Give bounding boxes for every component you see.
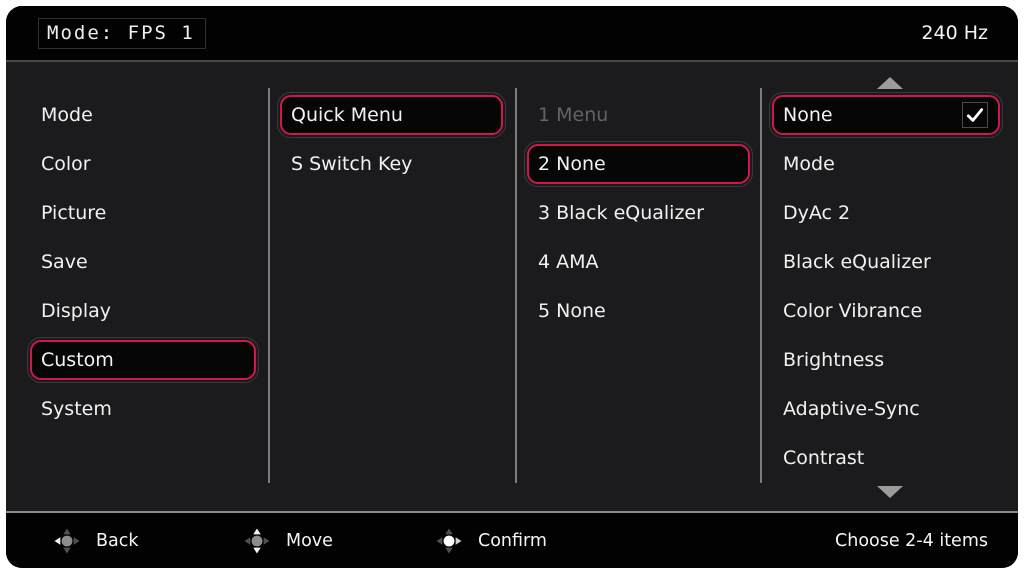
checkmark-icon: [962, 101, 988, 128]
joystick-press-icon: [436, 528, 462, 553]
slot-item-5-none[interactable]: 5 None: [538, 299, 606, 322]
option-item-color-vibrance[interactable]: Color Vibrance: [783, 299, 923, 322]
menu-item-mode[interactable]: Mode: [41, 103, 93, 126]
confirm-label: Confirm: [478, 530, 547, 551]
quick-menu-slots-column: 1 Menu 2 None 3 Black eQualizer 4 AMA 5 …: [517, 62, 762, 511]
back-hint[interactable]: Back: [52, 526, 139, 556]
option-item-mode[interactable]: Mode: [783, 152, 835, 175]
column-divider: [268, 88, 270, 483]
option-item-black-equalizer[interactable]: Black eQualizer: [783, 250, 931, 273]
joystick-left-icon: [54, 528, 80, 553]
column-divider: [515, 88, 517, 483]
custom-submenu-column: Quick Menu S Switch Key: [270, 62, 517, 511]
slot-item-2-none[interactable]: 2 None: [524, 139, 753, 188]
menu-item-picture[interactable]: Picture: [41, 201, 107, 224]
option-item-brightness[interactable]: Brightness: [783, 348, 885, 371]
menu-item-system[interactable]: System: [41, 397, 112, 420]
move-label: Move: [286, 530, 333, 551]
current-mode-indicator: Mode: FPS 1: [38, 17, 206, 49]
option-item-contrast[interactable]: Contrast: [783, 446, 865, 469]
option-item-none[interactable]: None: [769, 90, 1003, 139]
joystick-vertical-icon: [244, 528, 270, 553]
slot-item-1-menu: 1 Menu: [538, 103, 609, 126]
option-item-adaptive-sync[interactable]: Adaptive-Sync: [783, 397, 920, 420]
back-label: Back: [96, 530, 139, 551]
selection-constraint-note: Choose 2-4 items: [835, 530, 988, 551]
refresh-rate: 240 Hz: [921, 22, 988, 44]
scroll-down-icon[interactable]: [876, 485, 904, 499]
main-menu-column: Mode Color Picture Save Display Custom S…: [6, 62, 270, 511]
submenu-item-quick-menu[interactable]: Quick Menu: [277, 90, 506, 139]
osd-footer-bar: Back Move Confirm Choose 2-4 items: [6, 511, 1018, 568]
osd-top-bar: Mode: FPS 1 240 Hz: [6, 6, 1018, 62]
column-divider: [760, 88, 762, 483]
move-hint[interactable]: Move: [242, 526, 333, 556]
scroll-up-icon[interactable]: [876, 76, 904, 90]
submenu-item-s-switch-key[interactable]: S Switch Key: [291, 152, 413, 175]
slot-item-4-ama[interactable]: 4 AMA: [538, 250, 599, 273]
menu-item-display[interactable]: Display: [41, 299, 112, 322]
menu-item-save[interactable]: Save: [41, 250, 88, 273]
menu-item-custom[interactable]: Custom: [27, 335, 259, 384]
osd-panel: Mode: FPS 1 240 Hz Mode Color Picture Sa…: [6, 6, 1018, 568]
option-item-dyac-2[interactable]: DyAc 2: [783, 201, 851, 224]
confirm-hint[interactable]: Confirm: [434, 526, 547, 556]
menu-item-color[interactable]: Color: [41, 152, 91, 175]
slot-options-column: None Mode DyAc 2 Black eQualizer Color V…: [762, 62, 1018, 511]
osd-main-area: Mode Color Picture Save Display Custom S…: [6, 62, 1018, 511]
slot-item-3-black-equalizer[interactable]: 3 Black eQualizer: [538, 201, 704, 224]
